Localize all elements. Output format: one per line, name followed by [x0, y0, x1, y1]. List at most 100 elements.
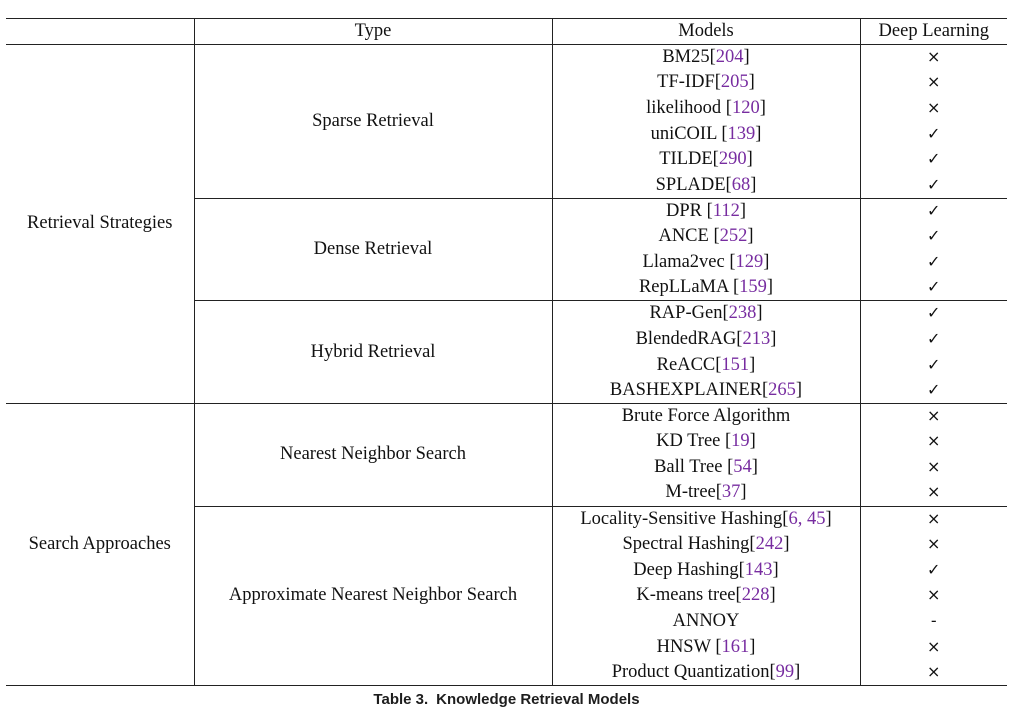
model-cell: Llama2vec [129]	[551, 249, 860, 276]
model-name: Spectral Hashing[	[622, 533, 756, 554]
citation-link[interactable]: 265	[768, 379, 796, 400]
type-cell-dense-retrieval: Dense Retrieval	[193, 198, 552, 302]
check-mark: ✓	[927, 328, 941, 348]
table-row: M-tree[37] ×	[6, 480, 1007, 507]
citation-link[interactable]: 151	[721, 354, 750, 375]
citation-link[interactable]: 228	[741, 585, 770, 606]
group-cell-retrieval-strategies: Retrieval Strategies	[6, 44, 194, 404]
model-cell: KD Tree [19]	[551, 429, 860, 455]
model-name: TILDE[	[659, 149, 719, 170]
table-caption-label: Table 3.	[373, 691, 429, 708]
check-mark: ✓	[927, 559, 941, 579]
bracket-close: ]	[795, 379, 803, 400]
deep-learning-cell: ×	[859, 429, 1007, 455]
model-cell: Deep Hashing[143]	[551, 557, 860, 583]
model-name: Brute Force Algorithm	[621, 406, 791, 427]
citation-link[interactable]: 238	[728, 303, 757, 324]
citation-link[interactable]: 242	[755, 533, 784, 554]
model-name: M-tree[	[665, 482, 722, 503]
citation-link[interactable]: 161	[721, 636, 750, 657]
model-cell: HNSW [161]	[551, 634, 860, 660]
deep-learning-cell: ×	[859, 582, 1007, 609]
model-name: KD Tree [	[656, 431, 732, 452]
dash-mark: -	[930, 610, 937, 630]
table-row: KD Tree [19] ×	[6, 429, 1007, 455]
citation-link[interactable]: 213	[742, 328, 771, 349]
model-name: ANCE [	[658, 226, 720, 247]
cross-mark: ×	[927, 636, 941, 656]
citation-link[interactable]: 37	[721, 482, 741, 503]
citation-link[interactable]: 252	[719, 226, 748, 247]
table-row: K-means tree[228] ×	[6, 582, 1007, 609]
cross-mark: ×	[927, 457, 941, 477]
check-mark: ✓	[927, 251, 941, 271]
model-name: RepLLaMA [	[638, 277, 740, 298]
citation-link[interactable]: 159	[739, 277, 767, 298]
bracket-close: ]	[794, 661, 801, 682]
deep-learning-cell: ✓	[859, 352, 1007, 378]
bracket-close: ]	[749, 431, 756, 452]
bracket-close: ]	[750, 174, 757, 195]
header-deep-learning: Deep Learning	[859, 18, 1007, 45]
bracket-close: ]	[739, 200, 747, 221]
model-cell: TF-IDF[205]	[551, 70, 860, 96]
model-cell: ReACC[151]	[551, 352, 860, 378]
citation-link[interactable]: 54	[733, 457, 752, 478]
check-mark: ✓	[927, 379, 941, 399]
bracket-close: ]	[755, 123, 762, 144]
corner-cell	[6, 18, 194, 45]
type-cell-sparse-retrieval: Sparse Retrieval	[193, 44, 552, 199]
deep-learning-cell: ✓	[859, 326, 1007, 353]
check-mark: ✓	[927, 226, 941, 246]
table-row: BlendedRAG[213] ✓	[6, 326, 1007, 353]
cross-mark: ×	[927, 482, 941, 502]
table-row: Search Approaches Nearest Neighbor Searc…	[6, 403, 1007, 687]
model-name: K-means tree[	[636, 585, 742, 606]
citation-link[interactable]: 143	[744, 559, 773, 580]
bracket-close: ]	[783, 533, 790, 554]
deep-learning-cell: ✓	[859, 249, 1007, 276]
cross-mark: ×	[927, 661, 941, 681]
bracket-close: ]	[751, 457, 758, 478]
citation-link[interactable]: 120	[731, 98, 760, 119]
citation-link[interactable]: 6, 45	[788, 508, 826, 529]
citation-link[interactable]: 68	[731, 174, 751, 195]
table-row: SPLADE[68] ✓	[6, 172, 1007, 199]
deep-learning-cell: ✓	[859, 121, 1007, 148]
citation-link[interactable]: 290	[718, 149, 747, 170]
deep-learning-cell: ×	[859, 506, 1007, 532]
cross-mark: ×	[927, 72, 941, 92]
table-row: TILDE[290] ✓	[6, 147, 1007, 173]
deep-learning-cell: ✓	[859, 147, 1007, 173]
cross-mark: ×	[927, 431, 941, 451]
deep-learning-cell: ✓	[859, 198, 1007, 224]
model-name: Ball Tree [	[654, 457, 734, 478]
deep-learning-cell: ✓	[859, 300, 1007, 327]
deep-learning-cell: ✓	[859, 377, 1007, 404]
cross-mark: ×	[927, 585, 941, 605]
model-cell: BM25[204]	[551, 44, 860, 71]
check-mark: ✓	[927, 303, 941, 323]
citation-link[interactable]: 112	[712, 200, 740, 221]
bracket-close: ]	[759, 98, 766, 119]
model-name: SPLADE[	[655, 174, 732, 195]
table-header-row: Type Models Deep Learning	[6, 18, 1007, 45]
bracket-close: ]	[763, 251, 770, 272]
table-row: Spectral Hashing[242] ×	[6, 531, 1007, 558]
table-row: Product Quantization[99] ×	[6, 659, 1007, 687]
deep-learning-cell: ✓	[859, 172, 1007, 199]
citation-link[interactable]: 205	[720, 72, 749, 93]
citation-link[interactable]: 139	[727, 123, 756, 144]
table-row: ReACC[151] ✓	[6, 352, 1007, 378]
citation-link[interactable]: 99	[775, 661, 795, 682]
citation-link[interactable]: 204	[715, 47, 744, 68]
header-models: Models	[551, 18, 860, 45]
model-name: BM25[	[662, 47, 716, 68]
bracket-close: ]	[756, 303, 763, 324]
citation-link[interactable]: 19	[731, 431, 750, 452]
model-name: ANNOY	[672, 610, 740, 631]
table-row: TF-IDF[205] ×	[6, 70, 1007, 96]
citation-link[interactable]: 129	[735, 251, 764, 272]
deep-learning-cell: ×	[859, 634, 1007, 660]
model-cell: SPLADE[68]	[551, 172, 860, 199]
